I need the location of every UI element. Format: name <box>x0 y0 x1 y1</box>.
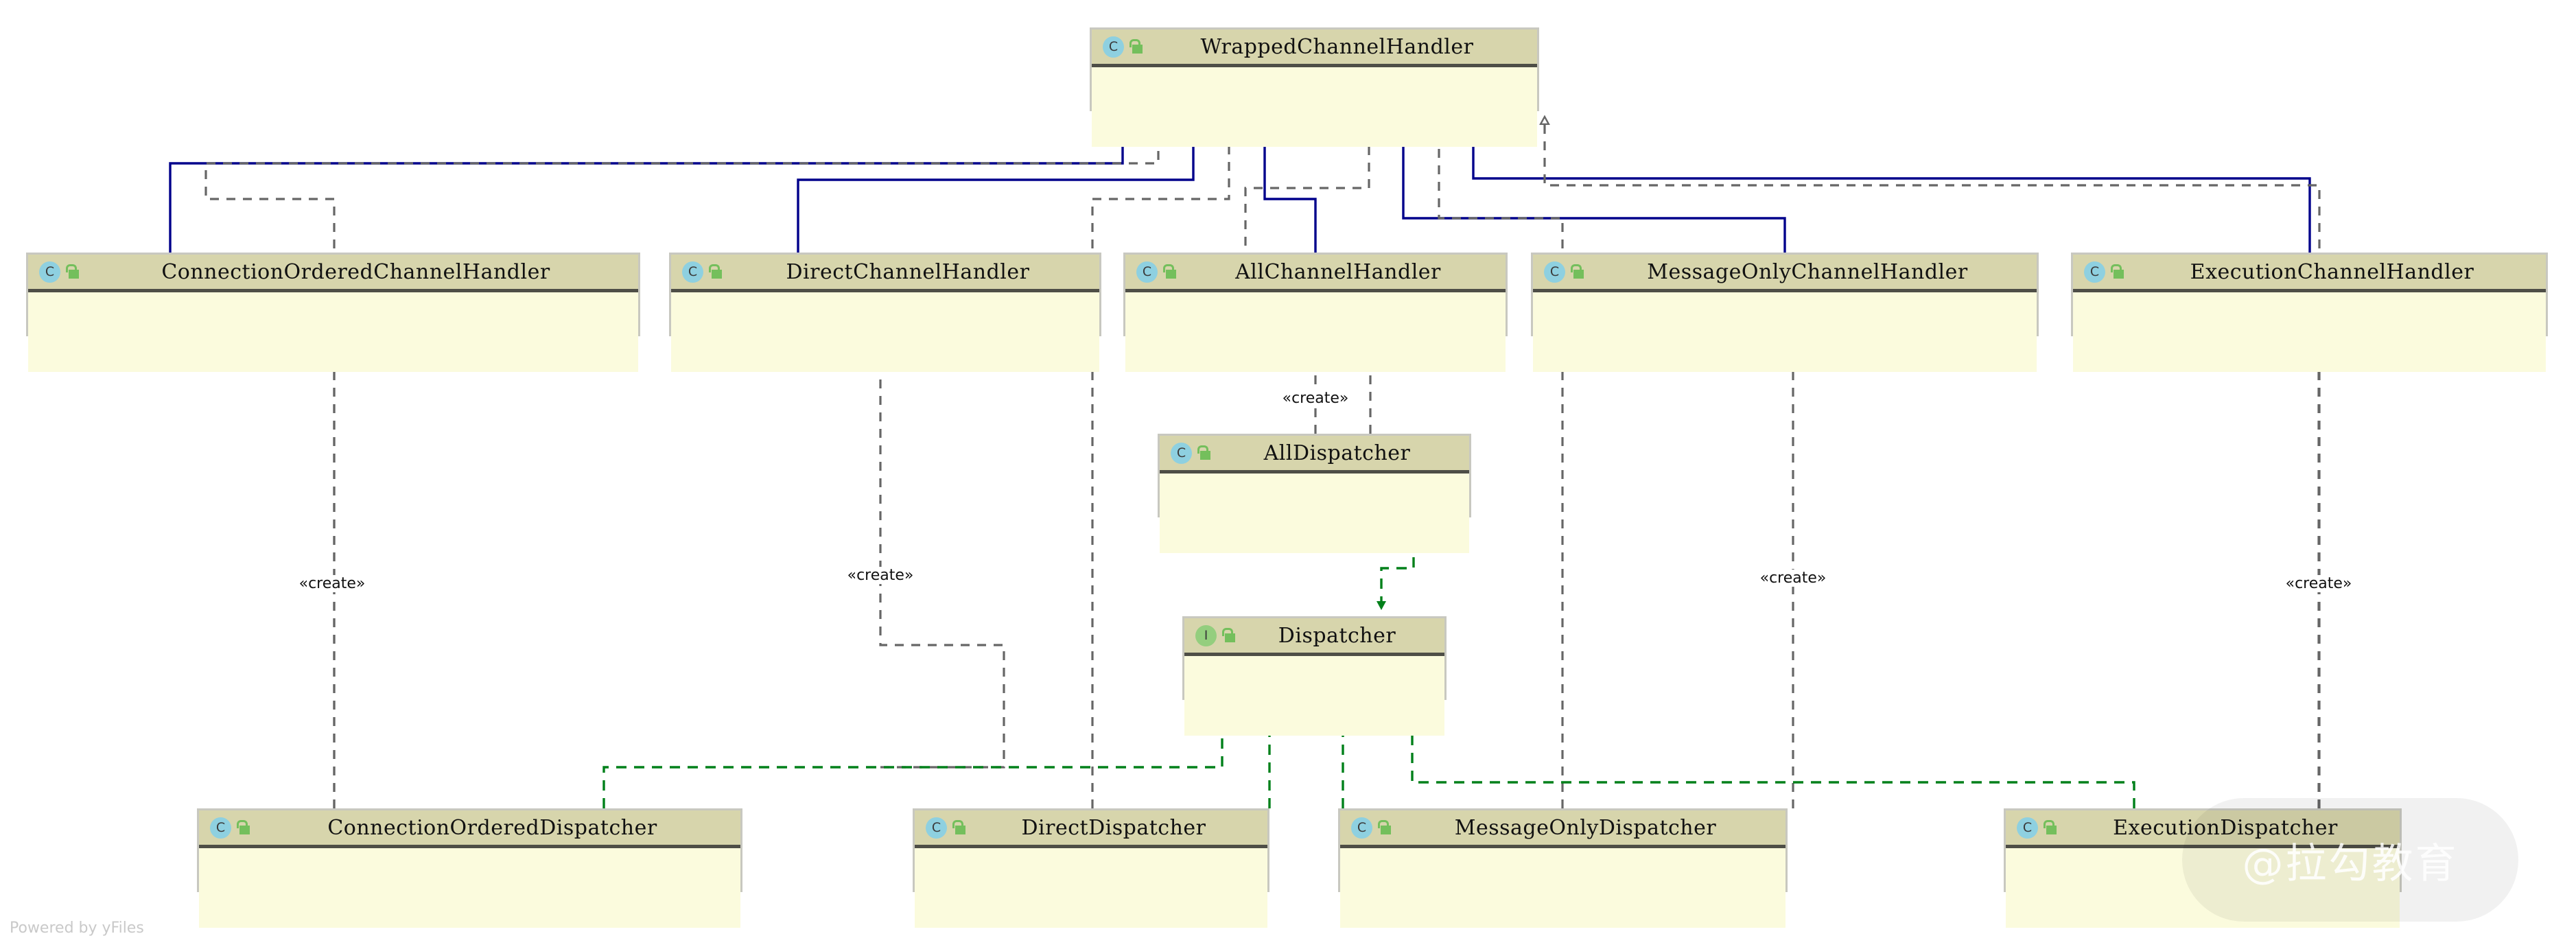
class-badge-icon: C <box>1351 817 1372 839</box>
edge-directdispatcher-create-wrapped <box>1091 122 1229 808</box>
edge-execution-extends-wrapped <box>1468 116 2311 253</box>
unlocked-padlock-icon <box>1162 264 1178 279</box>
unlocked-padlock-icon <box>708 264 723 279</box>
node-members-compartment <box>1092 67 1537 147</box>
node-title: MessageOnlyDispatcher <box>1454 815 1717 840</box>
interface-badge-icon: I <box>1195 624 1217 646</box>
class-node-executiondispatcher[interactable]: C ExecutionDispatcher <box>2004 808 2402 928</box>
node-title: WrappedChannelHandler <box>1200 34 1474 59</box>
unlocked-padlock-icon <box>1197 445 1212 460</box>
node-title: AllDispatcher <box>1263 441 1411 465</box>
unlocked-padlock-icon <box>952 820 967 835</box>
edge-label-create: «create» <box>1280 390 1351 407</box>
node-header: C ExecutionChannelHandler <box>2073 255 2546 292</box>
node-members-compartment <box>671 292 1099 372</box>
node-members-compartment <box>199 848 740 928</box>
node-members-compartment <box>2073 292 2546 372</box>
node-header: C DirectDispatcher <box>915 810 1267 848</box>
class-node-connectionorderedchannelhandler[interactable]: C ConnectionOrderedChannelHandler <box>26 253 640 372</box>
class-badge-icon: C <box>210 817 231 839</box>
node-members-compartment <box>1160 474 1469 553</box>
class-badge-icon: C <box>2084 261 2105 283</box>
edge-label-create: «create» <box>2283 575 2354 592</box>
class-badge-icon: C <box>1544 261 1565 283</box>
node-members-compartment <box>28 292 638 372</box>
node-header: C AllDispatcher <box>1160 436 1469 474</box>
node-header: C MessageOnlyDispatcher <box>1340 810 1785 848</box>
node-header: C ExecutionDispatcher <box>2006 810 2400 848</box>
unlocked-padlock-icon <box>1129 39 1144 54</box>
edge-direct-extends-wrapped <box>797 116 1198 253</box>
node-title: Dispatcher <box>1278 623 1396 648</box>
node-header: I Dispatcher <box>1184 618 1444 656</box>
edge-connectionordered-extends-wrapped <box>169 116 1127 253</box>
node-members-compartment <box>1184 656 1444 736</box>
edge-messageonlydispatcher-create-wrapped <box>1439 122 1564 808</box>
class-badge-icon: C <box>1103 36 1124 58</box>
class-badge-icon: C <box>39 261 60 283</box>
node-title: ConnectionOrderedDispatcher <box>327 815 657 840</box>
edge-executiondispatcher-create-wrapped <box>1545 122 2321 808</box>
class-badge-icon: C <box>1171 442 1192 464</box>
unlocked-padlock-icon <box>236 820 251 835</box>
node-members-compartment <box>2006 848 2400 928</box>
node-title: DirectDispatcher <box>1021 815 1206 840</box>
powered-by-yfiles-label: Powered by yFiles <box>10 920 144 937</box>
class-node-executionchannelhandler[interactable]: C ExecutionChannelHandler <box>2071 253 2548 372</box>
node-members-compartment <box>915 848 1267 928</box>
node-title: AllChannelHandler <box>1235 259 1441 284</box>
class-node-messageonlychannelhandler[interactable]: C MessageOnlyChannelHandler <box>1531 253 2039 372</box>
class-badge-icon: C <box>2017 817 2038 839</box>
class-node-wrappedchannelhandler[interactable]: C WrappedChannelHandler <box>1090 27 1539 147</box>
node-members-compartment <box>1533 292 2037 372</box>
node-header: C DirectChannelHandler <box>671 255 1099 292</box>
edge-messageonly-extends-wrapped <box>1398 116 1786 253</box>
node-title: MessageOnlyChannelHandler <box>1647 259 1968 284</box>
class-node-alldispatcher[interactable]: C AllDispatcher <box>1158 434 1471 553</box>
edge-directdispatcher-create-directhandler <box>880 344 1005 769</box>
node-members-compartment <box>1125 292 1506 372</box>
node-header: C MessageOnlyChannelHandler <box>1533 255 2037 292</box>
node-members-compartment <box>1340 848 1785 928</box>
unlocked-padlock-icon <box>2110 264 2125 279</box>
class-node-allchannelhandler[interactable]: C AllChannelHandler <box>1123 253 1508 372</box>
node-header: C ConnectionOrderedDispatcher <box>199 810 740 848</box>
unlocked-padlock-icon <box>1570 264 1585 279</box>
class-node-connectionordereddispatcher[interactable]: C ConnectionOrderedDispatcher <box>197 808 742 928</box>
class-badge-icon: C <box>926 817 947 839</box>
class-node-directdispatcher[interactable]: C DirectDispatcher <box>913 808 1269 928</box>
unlocked-padlock-icon <box>65 264 80 279</box>
node-title: ExecutionDispatcher <box>2113 815 2338 840</box>
node-title: ConnectionOrderedChannelHandler <box>161 259 550 284</box>
node-header: C ConnectionOrderedChannelHandler <box>28 255 638 292</box>
edge-label-create: «create» <box>845 567 916 584</box>
node-title: ExecutionChannelHandler <box>2190 259 2474 284</box>
class-badge-icon: C <box>682 261 703 283</box>
edge-executiondispatcher-realizes-dispatcher <box>1407 705 2135 808</box>
class-node-directchannelhandler[interactable]: C DirectChannelHandler <box>669 253 1101 372</box>
edge-connectionordereddispatcher-create-wrapped <box>204 122 1158 808</box>
edge-label-create: «create» <box>296 575 368 592</box>
unlocked-padlock-icon <box>2043 820 2058 835</box>
class-badge-icon: C <box>1136 261 1158 283</box>
unlocked-padlock-icon <box>1221 628 1237 643</box>
edge-all-extends-wrapped <box>1260 116 1317 253</box>
interface-node-dispatcher[interactable]: I Dispatcher <box>1182 616 1447 736</box>
class-node-messageonlydispatcher[interactable]: C MessageOnlyDispatcher <box>1338 808 1788 928</box>
node-header: C WrappedChannelHandler <box>1092 30 1537 67</box>
unlocked-padlock-icon <box>1377 820 1392 835</box>
node-header: C AllChannelHandler <box>1125 255 1506 292</box>
edge-connectionordereddispatcher-realizes-dispatcher <box>602 705 1227 808</box>
edge-alldispatcher-create-wrapped <box>1244 122 1370 434</box>
node-title: DirectChannelHandler <box>786 259 1030 284</box>
edge-label-create: «create» <box>1757 570 1829 587</box>
